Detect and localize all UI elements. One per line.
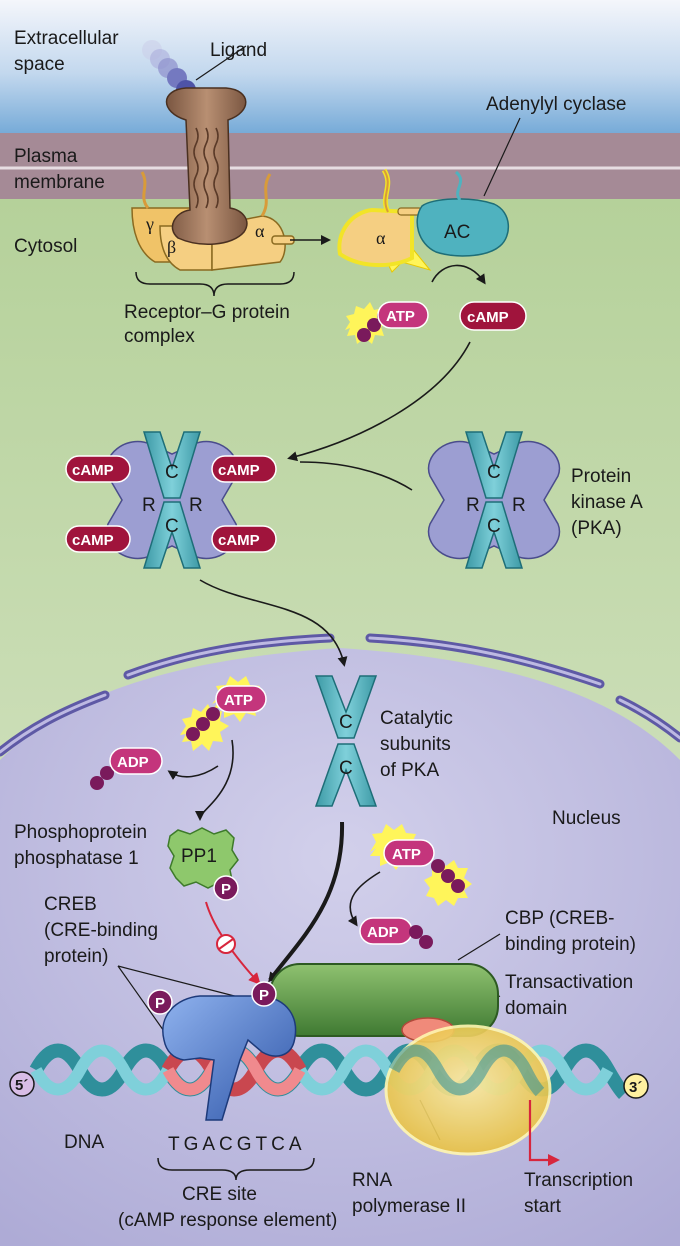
svg-text:C: C (487, 516, 501, 537)
svg-text:C: C (339, 758, 353, 779)
ligand-label: Ligand (210, 40, 267, 61)
atp-label: ATP (386, 308, 415, 325)
creb-phosphorylation-arrow (268, 821, 345, 983)
svg-text:R: R (466, 495, 480, 516)
cre-sequence: TGACGTCA (168, 1134, 306, 1155)
tx-start-label-1: Transcription (524, 1170, 633, 1191)
catalytic-label-3: of PKA (380, 760, 439, 781)
pp1-label-2: phosphatase 1 (14, 848, 139, 869)
svg-text:ATP: ATP (224, 692, 253, 709)
cytosol-label: Cytosol (14, 236, 77, 257)
creb-label-2: (CRE-binding (44, 920, 158, 941)
pka-inactive: C C R R (427, 431, 561, 569)
rnapol-label-2: polymerase II (352, 1196, 466, 1217)
pka-translocation-arrow (199, 579, 348, 667)
transact-label-1: Transactivation (505, 972, 633, 993)
catalytic-label-2: subunits (380, 734, 451, 755)
svg-text:C: C (165, 462, 179, 483)
pka-label-3: (PKA) (571, 518, 622, 539)
svg-text:ADP: ADP (117, 754, 149, 771)
receptor-brace (135, 271, 295, 297)
pp1-label-1: Phosphoprotein (14, 822, 147, 843)
svg-text:R: R (142, 495, 156, 516)
active-alpha-and-adenylyl-cyclase: α AC (337, 168, 509, 273)
svg-text:R: R (189, 495, 203, 516)
camp-label: cAMP (467, 309, 509, 326)
cbp-label-1: CBP (CREB- (505, 908, 614, 929)
pka-label-1: Protein (571, 466, 631, 487)
transact-label-2: domain (505, 998, 567, 1019)
svg-text:5´: 5´ (15, 1077, 28, 1094)
pka-label-2: kinase A (571, 492, 643, 513)
svg-text:3´: 3´ (629, 1079, 642, 1096)
transcription-start-arrow (528, 1100, 560, 1166)
svg-text:C: C (487, 462, 501, 483)
dna-label: DNA (64, 1132, 104, 1153)
alpha-label: α (255, 221, 265, 241)
plasma-membrane-label-1: Plasma (14, 146, 78, 167)
svg-text:ADP: ADP (367, 924, 399, 941)
cbp-label-2: binding protein) (505, 934, 636, 955)
tx-start-label-2: start (524, 1196, 562, 1217)
camp-badge-product: cAMP (459, 301, 527, 331)
plasma-membrane-label-2: membrane (14, 172, 105, 193)
adp-release-arrow-left (167, 765, 219, 781)
receptor (165, 87, 248, 245)
svg-text:PP1: PP1 (181, 846, 217, 867)
pka-input-arrow (299, 461, 413, 491)
ligand (142, 40, 196, 100)
cre-site-label-2: (cAMP response element) (118, 1210, 337, 1231)
five-prime-end: 5´ (9, 1071, 35, 1097)
svg-text:cAMP: cAMP (72, 532, 114, 549)
adp-badge-left: ADP (90, 747, 163, 790)
cre-brace (157, 1157, 315, 1181)
svg-text:C: C (165, 516, 179, 537)
adenylyl-cyclase-label: Adenylyl cyclase (486, 94, 626, 115)
atp-badge-nucleus-left: ATP (180, 676, 267, 751)
receptor-complex-label-2: complex (124, 326, 195, 347)
receptor-g-protein-complex: γ β α (131, 87, 295, 271)
extracellular-label-2: space (14, 54, 65, 75)
gamma-label: γ (145, 214, 154, 234)
ac-label: AC (444, 222, 470, 243)
svg-text:P: P (259, 987, 269, 1004)
alpha-active-label: α (376, 228, 386, 248)
camp-binding-arrow (287, 341, 471, 462)
receptor-complex-label-1: Receptor–G protein (124, 302, 290, 323)
catalytic-subunits: C C (314, 675, 378, 807)
extracellular-region (0, 0, 680, 133)
svg-text:R: R (512, 495, 526, 516)
adp-release-arrow-right (347, 871, 381, 927)
extracellular-label-1: Extracellular (14, 28, 119, 49)
adp-badge-right: ADP (359, 917, 433, 949)
svg-text:C: C (339, 712, 353, 733)
pka-camp-bound: C C R R cAMP cAMP cAMP cAMP (65, 431, 277, 569)
pp1-phosphorylation-arrow (195, 739, 234, 821)
nucleus-label: Nucleus (552, 808, 621, 829)
atp-badge-nucleus-right: ATP (370, 824, 472, 906)
svg-text:P: P (155, 995, 165, 1012)
atp-badge-cytosol: ATP (345, 301, 429, 344)
svg-text:cAMP: cAMP (72, 462, 114, 479)
svg-text:cAMP: cAMP (218, 462, 260, 479)
pp1-protein: PP1 P (167, 827, 239, 901)
catalytic-label-1: Catalytic (380, 708, 453, 729)
three-prime-end: 3´ (623, 1073, 649, 1099)
svg-text:cAMP: cAMP (218, 532, 260, 549)
cre-site-label-1: CRE site (182, 1184, 257, 1205)
atp-to-camp-arrow (431, 264, 486, 285)
plasma-membrane (0, 133, 680, 199)
creb-protein: P P (147, 981, 297, 1121)
svg-text:ATP: ATP (392, 846, 421, 863)
svg-text:P: P (221, 881, 231, 898)
adenylyl-cyclase (416, 198, 509, 257)
creb-label-1: CREB (44, 894, 97, 915)
beta-label: β (167, 237, 176, 257)
rnapol-label-1: RNA (352, 1170, 392, 1191)
creb-label-3: protein) (44, 946, 108, 967)
inhibition-symbol (216, 934, 236, 954)
